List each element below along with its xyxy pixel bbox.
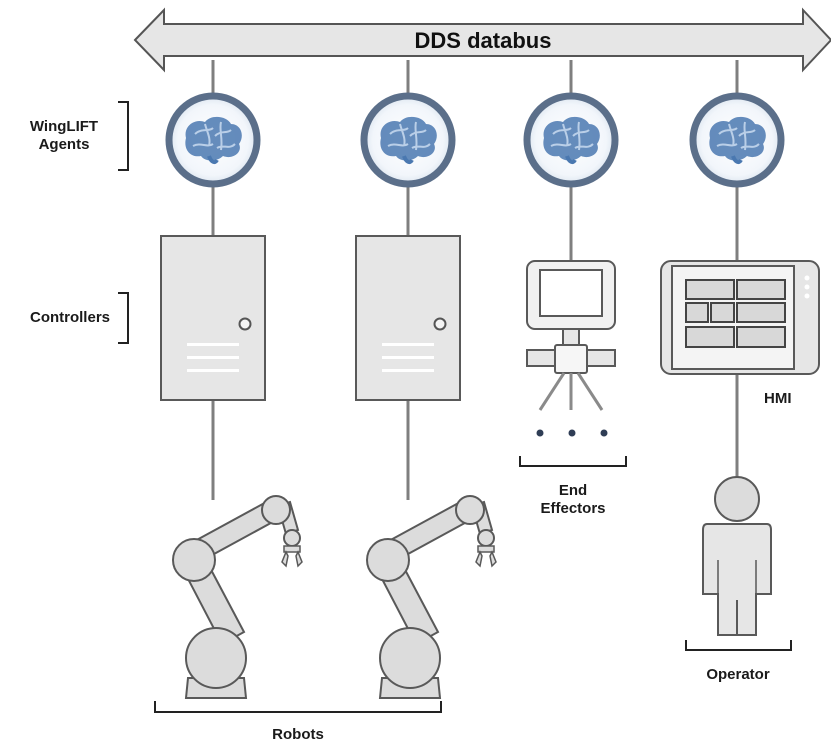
hmi-label: HMI (764, 390, 792, 407)
operator-label: Operator (706, 666, 770, 683)
bracket-robots (154, 701, 442, 713)
brain-icon (525, 94, 617, 186)
robot-arm-icon (366, 495, 497, 699)
tablet-panel-icon (660, 260, 820, 375)
connection-lines (211, 60, 739, 500)
person-icon (702, 476, 772, 636)
brain-icon (691, 94, 783, 186)
robot-arm-icon (172, 495, 303, 699)
bracket-operator (685, 640, 792, 651)
brain-icon (167, 94, 259, 186)
end-effectors-label-line-2: Effectors (540, 500, 606, 517)
end-effectors-label: End Effectors (523, 482, 623, 518)
brain-icon (362, 94, 454, 186)
bracket-agents (118, 101, 129, 171)
end-effector-monitor-icon (526, 260, 616, 437)
controllers-label: Controllers (29, 309, 110, 326)
databus-arrow (133, 7, 831, 73)
bracket-controllers (118, 292, 129, 344)
server-cabinet-icon (355, 235, 461, 401)
end-effectors-label-line-1: End (558, 482, 588, 499)
agents-label: WingLIFT Agents (14, 118, 114, 154)
dds-databus (133, 7, 831, 73)
databus-label: DDS databus (414, 28, 552, 53)
agents-label-line-1: WingLIFT (29, 118, 99, 135)
agents-group (167, 94, 783, 186)
bracket-end-effectors (519, 456, 627, 467)
robots-label: Robots (272, 726, 324, 743)
server-cabinet-icon (160, 235, 266, 401)
agents-label-line-2: Agents (38, 136, 90, 153)
